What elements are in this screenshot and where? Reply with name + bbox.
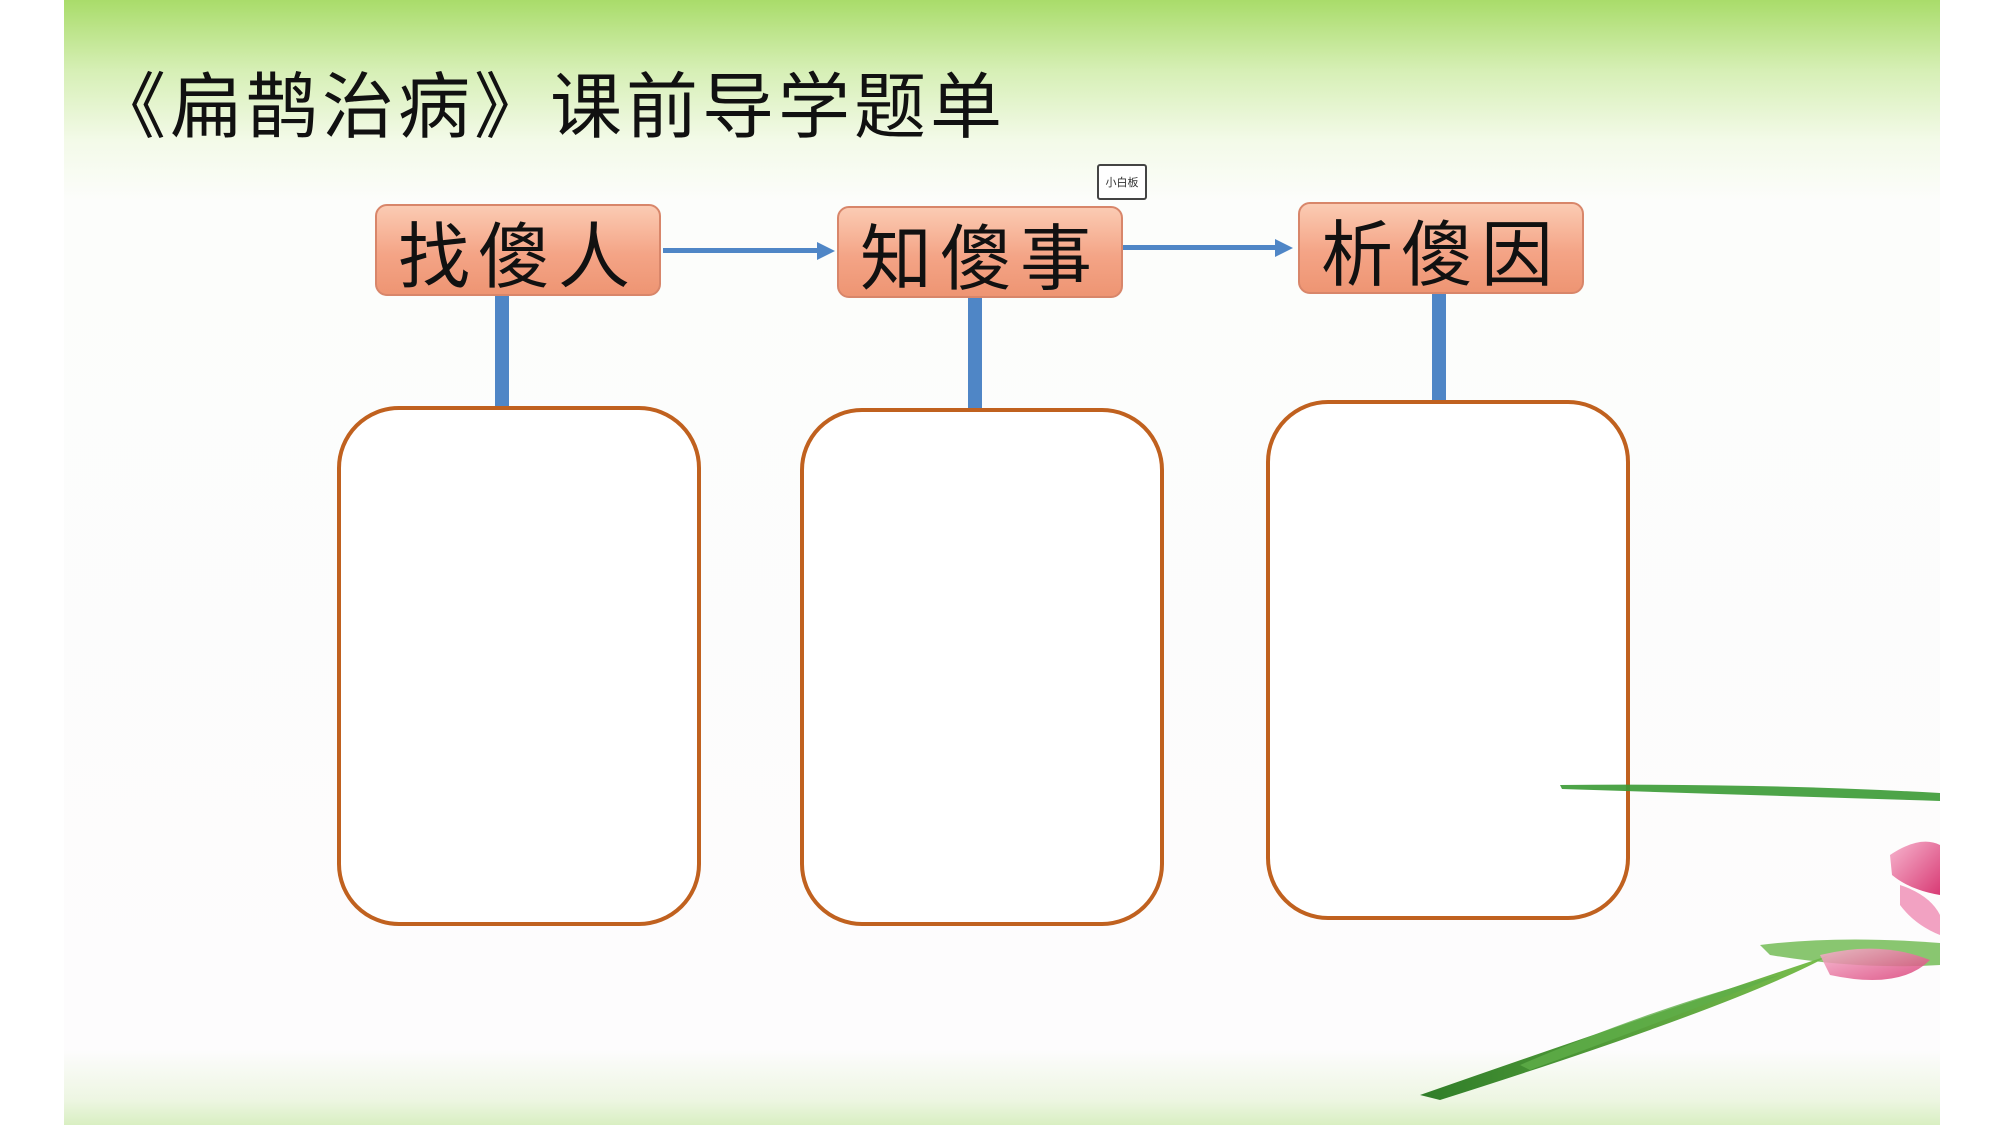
- arrow-head-icon: [1275, 239, 1293, 257]
- arrow-line-2: [1123, 245, 1277, 250]
- page-title: 《扁鹊治病》课前导学题单: [94, 65, 1007, 149]
- whiteboard-stamp[interactable]: 小白板: [1097, 164, 1147, 200]
- step-header-2[interactable]: 知傻事: [837, 206, 1123, 301]
- answer-card-3[interactable]: [1266, 400, 1630, 920]
- step-header-1[interactable]: 找傻人: [375, 204, 661, 299]
- answer-card-1[interactable]: [337, 406, 701, 926]
- arrow-head-icon: [817, 242, 835, 260]
- connector-3: [1432, 294, 1446, 408]
- slide: 《扁鹊治病》课前导学题单 小白板 找傻人 知傻事 析傻因: [64, 0, 1940, 1125]
- answer-card-2[interactable]: [800, 408, 1164, 926]
- flower-decoration-icon: [1420, 784, 1940, 1100]
- step-header-3[interactable]: 析傻因: [1298, 202, 1584, 297]
- connector-1: [495, 296, 509, 408]
- arrow-line-1: [663, 248, 819, 253]
- connector-2: [968, 298, 982, 410]
